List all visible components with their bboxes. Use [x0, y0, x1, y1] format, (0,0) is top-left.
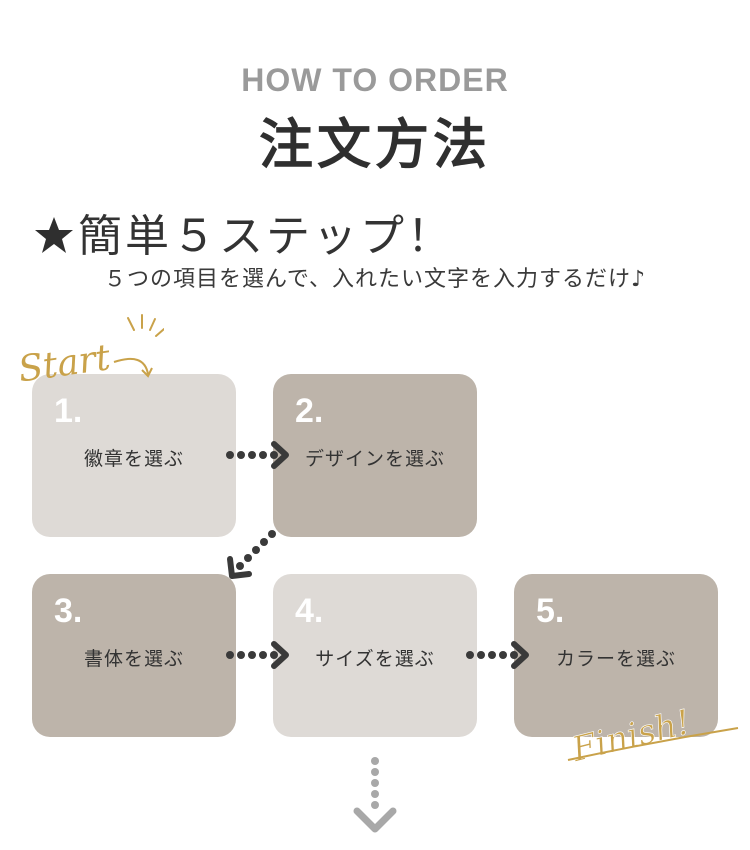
page-title: 注文方法	[259, 113, 491, 176]
step-card-1: 1. 徽章を選ぶ	[32, 374, 236, 537]
step-card-4: 4. サイズを選ぶ	[273, 574, 477, 737]
step-number: 2.	[295, 392, 324, 430]
step-number: 5.	[536, 592, 565, 630]
step-label: カラーを選ぶ	[555, 648, 676, 670]
section-eyebrow: HOW TO ORDER	[241, 62, 509, 98]
step-label: 書体を選ぶ	[83, 648, 184, 670]
star-icon	[35, 217, 73, 253]
intro-headline: 簡単５ステップ！	[34, 200, 454, 264]
step-label: サイズを選ぶ	[315, 648, 435, 670]
step-label: デザインを選ぶ	[304, 448, 445, 470]
step-number: 3.	[54, 592, 83, 630]
step-number: 4.	[295, 592, 324, 630]
finish-script-logo: Finish!	[567, 702, 739, 766]
step-card-5: 5. カラーを選ぶ	[514, 574, 718, 737]
intro-subline: ５つの項目を選んで、入れたい文字を入力するだけ♪	[103, 267, 647, 292]
step-number: 1.	[54, 392, 83, 430]
down-arrow-icon	[353, 757, 397, 833]
step-card-2: 2. デザインを選ぶ	[273, 374, 477, 537]
headline-text: 簡単５ステップ！	[78, 211, 454, 262]
right-arrow-icon	[226, 441, 289, 469]
right-arrow-icon	[466, 641, 529, 669]
step-card-3: 3. 書体を選ぶ	[32, 574, 236, 737]
svg-text:Start: Start	[16, 337, 114, 390]
diagonal-arrow-icon	[227, 530, 276, 579]
start-script-logo: Start	[16, 314, 164, 390]
right-arrow-icon	[226, 641, 289, 669]
step-label: 徽章を選ぶ	[83, 448, 184, 470]
